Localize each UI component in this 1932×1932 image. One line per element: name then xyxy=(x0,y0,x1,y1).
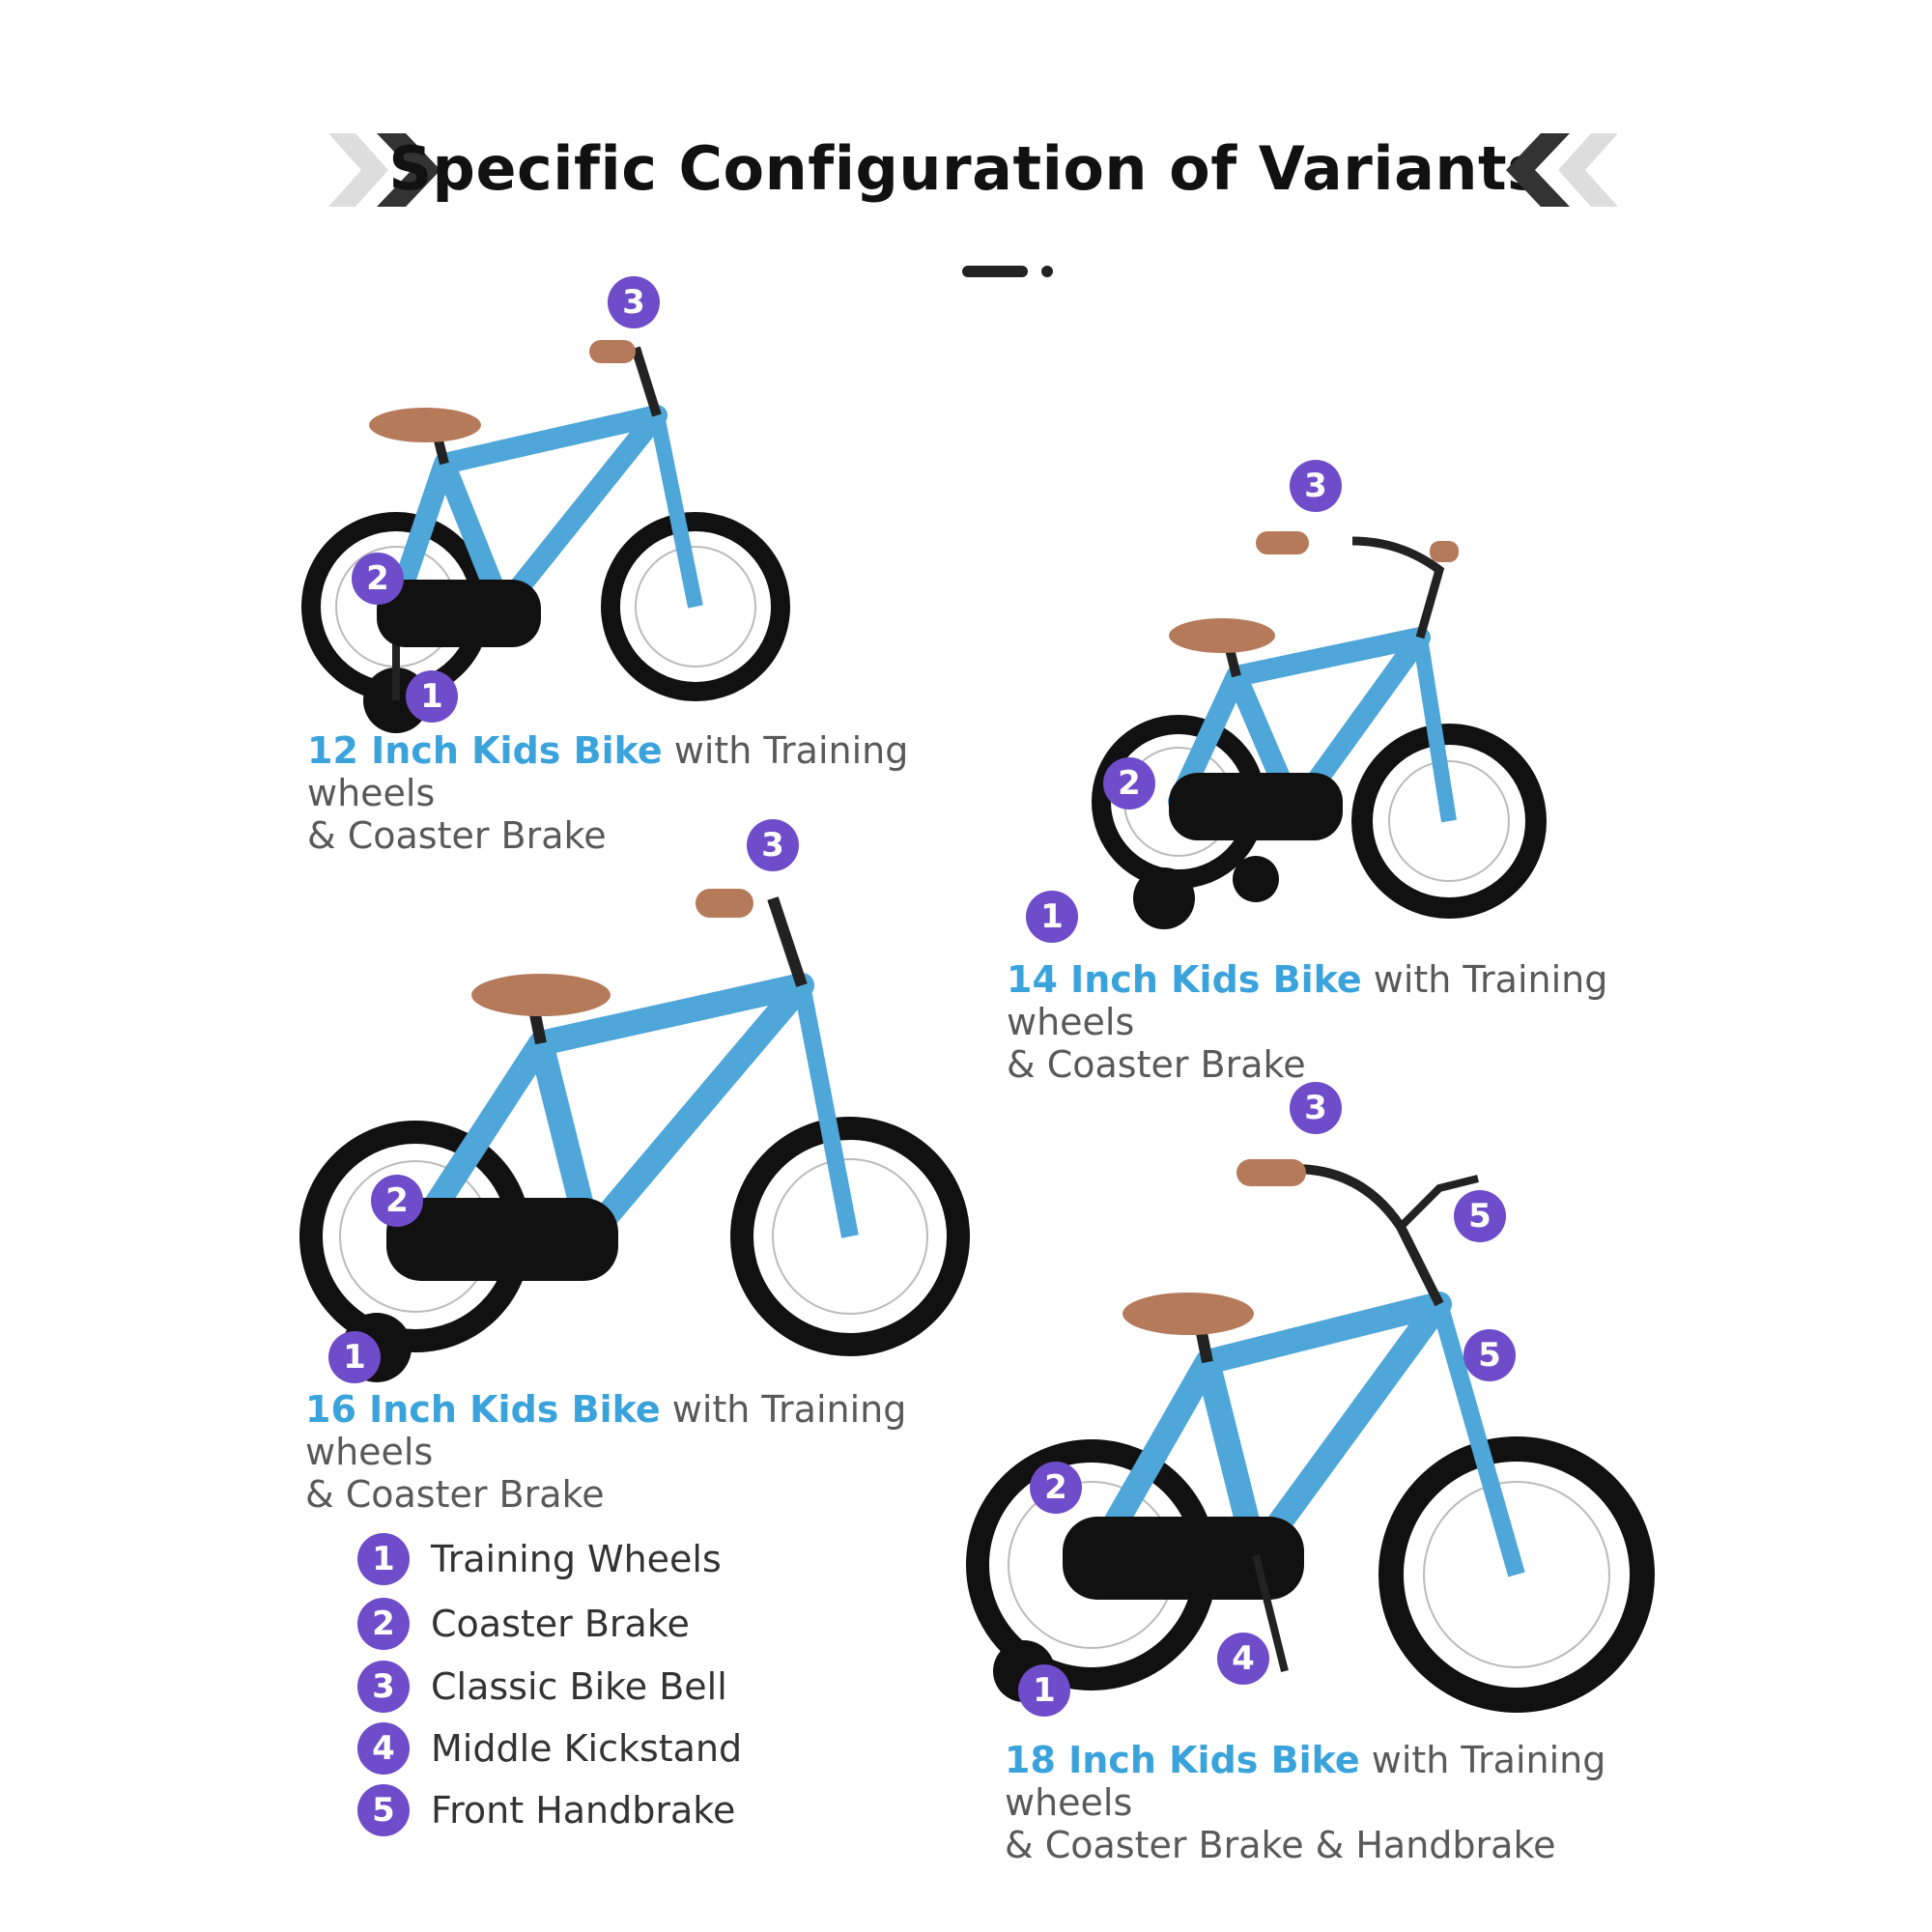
badge-front-handbrake: 5 xyxy=(1463,1329,1516,1381)
chevrons-right-icon xyxy=(328,133,440,207)
legend-label: Middle Kickstand xyxy=(431,1727,743,1770)
bike-16-inch-image xyxy=(299,889,970,1382)
legend-item-kickstand: 4 Middle Kickstand xyxy=(357,1720,742,1776)
badge-bell: 3 xyxy=(608,276,660,328)
title-underline-dash xyxy=(962,266,1028,277)
badge-coaster-brake: 2 xyxy=(352,553,404,605)
variant-caption-18: 18 Inch Kids Bike with Training wheels &… xyxy=(1005,1739,1606,1866)
legend-item-training-wheels: 1 Training Wheels xyxy=(357,1531,722,1587)
variant-size-label: 18 Inch Kids Bike xyxy=(1005,1739,1360,1781)
badge-training-wheels: 1 xyxy=(328,1331,381,1383)
legend-item-coaster-brake: 2 Coaster Brake xyxy=(357,1596,690,1652)
badge-bell: 3 xyxy=(747,819,799,871)
badge-bell: 3 xyxy=(1290,1082,1342,1134)
legend-badge: 3 xyxy=(357,1661,410,1713)
legend-item-front-handbrake: 5 Front Handbrake xyxy=(357,1782,735,1838)
variant-caption-16: 16 Inch Kids Bike with Training wheels &… xyxy=(305,1388,907,1516)
legend-item-bell: 3 Classic Bike Bell xyxy=(357,1659,727,1715)
legend-label: Front Handbrake xyxy=(431,1789,736,1832)
bike-18-inch-image xyxy=(966,1159,1655,1713)
variant-size-label: 14 Inch Kids Bike xyxy=(1007,958,1362,1001)
legend-badge: 1 xyxy=(357,1533,410,1585)
badge-bell: 3 xyxy=(1290,460,1342,512)
badge-kickstand: 4 xyxy=(1217,1633,1269,1685)
variant-caption-14: 14 Inch Kids Bike with Training wheels &… xyxy=(1007,958,1608,1086)
badge-front-handbrake: 5 xyxy=(1454,1190,1506,1242)
badge-training-wheels: 1 xyxy=(1018,1664,1070,1717)
title-underline-dot xyxy=(1041,266,1053,277)
legend-badge: 5 xyxy=(357,1784,410,1836)
chevrons-left-icon xyxy=(1506,133,1618,207)
legend-badge: 4 xyxy=(357,1722,410,1775)
variant-size-label: 16 Inch Kids Bike xyxy=(305,1388,661,1431)
bike-12-inch-image xyxy=(301,340,790,733)
legend-label: Training Wheels xyxy=(431,1538,722,1580)
variant-size-label: 12 Inch Kids Bike xyxy=(307,729,663,772)
badge-training-wheels: 1 xyxy=(406,670,458,723)
badge-coaster-brake: 2 xyxy=(1030,1462,1082,1514)
legend-label: Classic Bike Bell xyxy=(431,1665,727,1708)
badge-training-wheels: 1 xyxy=(1026,891,1078,943)
legend-badge: 2 xyxy=(357,1598,410,1650)
legend-label: Coaster Brake xyxy=(431,1603,690,1645)
page-title: Specific Configuration of Variants xyxy=(388,133,1544,204)
badge-coaster-brake: 2 xyxy=(1103,757,1155,810)
bike-14-inch-image xyxy=(1092,531,1547,929)
variant-caption-12: 12 Inch Kids Bike with Training wheels &… xyxy=(307,729,909,857)
badge-coaster-brake: 2 xyxy=(371,1175,423,1227)
